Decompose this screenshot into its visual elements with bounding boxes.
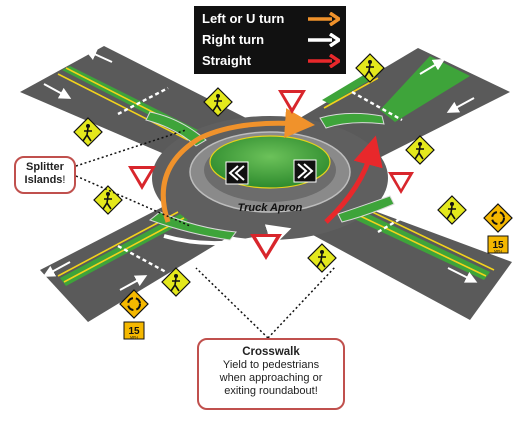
leader-lines [75,129,337,339]
splitter-island-southwest [148,211,237,241]
right-turn-arrow-icon [308,33,340,47]
legend-label-left-u-turn: Left or U turn [202,11,285,26]
pedestrian-crossing-icon [437,195,467,225]
splitter-islands-callout: Splitter Islands! [14,156,76,194]
pedestrian-crossing-icon [203,87,233,117]
pedestrian-crossing-icon [93,185,123,215]
splitter-callout-bang: ! [62,174,66,186]
splitter-callout-line2: Islands [24,174,63,186]
roundabout-sign-west [119,289,149,319]
pedestrian-crossing-icon [73,117,103,147]
speed-plate-east-value: 15 [492,240,504,251]
chevron-sign-left [225,161,249,185]
legend-label-straight: Straight [202,53,252,68]
crosswalk-callout: Crosswalk Yield to pedestrians when appr… [197,338,345,410]
pedestrian-crossing-icon [161,267,191,297]
speed-plate-east: 15 MPH [487,235,509,254]
crosswalk-callout-line2: when approaching or [219,372,323,384]
speed-plate-west-value: 15 [128,326,140,337]
speed-plate-west-unit: MPH [130,336,138,340]
speed-plate-east-unit: MPH [494,250,502,254]
pedestrian-signs [73,53,467,297]
pedestrian-crossing-icon [405,135,435,165]
median-northeast [322,70,380,104]
legend-item-right-turn: Right turn [202,31,264,49]
road-arm-southeast [300,200,512,320]
pedestrian-crossing-icon [307,243,337,273]
crosswalk-callout-line1: Yield to pedestrians [222,359,320,371]
pedestrian-crossing-icon [355,53,385,83]
yield-signs [128,90,414,260]
crosswalks [117,86,423,274]
splitter-island-northeast [319,112,385,129]
legend-item-straight: Straight [202,52,251,70]
movement-legend: Left or U turn Right turn Straight [194,6,346,74]
lane-arrows [42,49,487,291]
median-northeast-outer [380,56,470,122]
straight-arrow-icon [308,54,340,68]
u-turn-arrow-icon [308,12,340,26]
truck-apron-label: Truck Apron [238,202,303,214]
legend-item-left-u-turn: Left or U turn [202,10,284,28]
left-turn-path [160,108,315,223]
central-island-curb [209,135,331,189]
straight-path [324,135,383,224]
splitter-callout-line1: Splitter [26,161,64,173]
roundabout-sign-east [483,203,513,233]
crosswalk-callout-title: Crosswalk [242,346,300,358]
chevron-sign-right [293,159,317,183]
splitter-island-northwest [145,111,207,147]
splitter-islands [145,111,395,241]
speed-plate-west: 15 MPH [123,321,145,340]
splitter-island-southeast [337,195,395,223]
legend-label-right-turn: Right turn [202,32,265,47]
crosswalk-callout-line3: exiting roundabout! [224,385,318,397]
